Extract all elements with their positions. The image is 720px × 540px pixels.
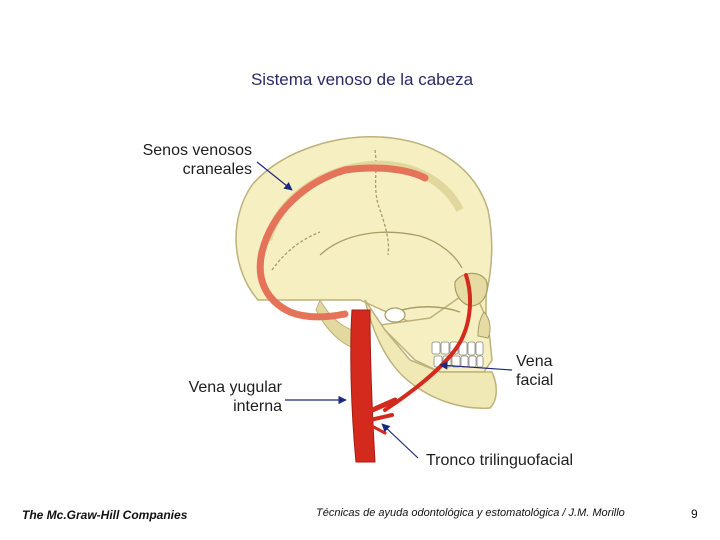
page-number: 9 [691,507,698,521]
trunk-branch [370,415,392,420]
label-senos-venosos: Senos venosos craneales [110,141,252,179]
internal-jugular-vein [351,310,375,462]
label-senos-line1: Senos venosos [110,141,252,160]
label-yugular-line1: Vena yugular [150,378,282,397]
label-vena-facial-line1: Vena [516,352,553,371]
label-vena-yugular: Vena yugular interna [150,378,282,416]
ear-canal [385,308,405,322]
label-tronco-trilinguofacial: Tronco trilinguofacial [426,451,573,470]
arrow-tronco [382,424,418,458]
footer-publisher: The Mc.Graw-Hill Companies [22,508,187,522]
label-vena-facial-line2: facial [516,371,553,390]
label-senos-line2: craneales [110,160,252,179]
label-yugular-line2: interna [150,397,282,416]
label-vena-facial: Vena facial [516,352,553,390]
footer-course: Técnicas de ayuda odontológica y estomat… [316,507,625,519]
